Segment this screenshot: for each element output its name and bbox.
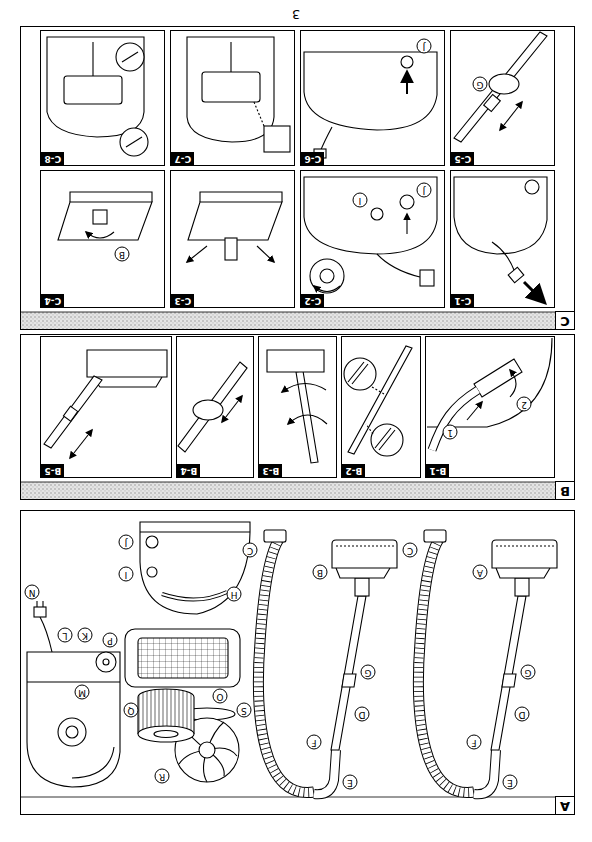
callout-letter: K	[78, 628, 93, 643]
step-panel: C-4	[41, 171, 166, 309]
section-strips	[20, 312, 575, 797]
step-tag: B-5	[42, 465, 65, 478]
callout-letter: O	[213, 689, 228, 704]
callout-letter: L	[58, 628, 73, 643]
step-panel: B-1	[426, 337, 556, 479]
callout-letter: R	[155, 769, 170, 784]
step-panel: B-3	[259, 337, 338, 479]
callout-letter: F	[307, 735, 322, 750]
section-frame: C C-1 C-2 C-3 C-4 C-5 C-6 C-7 C-8	[20, 26, 575, 330]
callout-letter: D	[515, 707, 530, 722]
section-letter: C	[555, 311, 574, 329]
section-letter: A	[555, 796, 574, 814]
callout-letter: P	[103, 633, 118, 648]
callout-letter: G	[473, 77, 488, 92]
page-number: 3	[290, 7, 302, 22]
step-panel: B-5	[41, 337, 173, 479]
section-frame: A	[20, 510, 575, 815]
step-panel: B-4	[177, 337, 255, 479]
step-panel: C-3	[171, 171, 296, 309]
callout-letter: D	[355, 707, 370, 722]
callout-letter: 2	[517, 397, 532, 412]
callout-letter: C	[403, 543, 418, 558]
callout-letter: E	[343, 775, 358, 790]
panel-figures-b	[44, 338, 552, 463]
callout-letter: J	[119, 535, 134, 550]
callout-letter: I	[353, 193, 368, 208]
callout-letter: G	[521, 665, 536, 680]
callout-letter: H	[227, 587, 242, 602]
step-panel: C-1	[451, 171, 556, 309]
step-panel: B-2	[342, 337, 422, 479]
step-tag: B-4	[178, 465, 201, 478]
step-tag: C-4	[42, 295, 65, 308]
step-tag: C-5	[452, 153, 475, 166]
step-tag: C-8	[42, 153, 65, 166]
step-tag: C-2	[302, 295, 325, 308]
callout-letter: 1	[443, 425, 458, 440]
callout-letter: E	[503, 775, 518, 790]
step-tag: C-3	[172, 295, 195, 308]
step-tag: C-6	[302, 153, 325, 166]
step-tag: B-1	[427, 465, 450, 478]
callout-letter: J	[417, 183, 432, 198]
section-frame: B B-1 B-2 B-3 B-4 B-5	[20, 334, 575, 500]
step-tag: C-7	[172, 153, 195, 166]
callout-letter: F	[467, 735, 482, 750]
callout-letter: B	[313, 565, 328, 580]
callout-letter: A	[473, 565, 488, 580]
step-tag: C-1	[452, 295, 475, 308]
callout-letter: B	[115, 247, 130, 262]
panel-figures-c	[47, 32, 547, 302]
callout-letter: N	[25, 585, 40, 600]
callout-letter: I	[119, 567, 134, 582]
callout-letter: G	[361, 665, 376, 680]
callout-letter: S	[237, 703, 252, 718]
callout-letter: J	[417, 39, 432, 54]
step-panel: C-7	[171, 31, 296, 167]
section-letter: B	[555, 481, 574, 499]
callout-letter: M	[75, 685, 90, 700]
vacuum-exploded	[27, 522, 250, 787]
step-panel: C-8	[41, 31, 166, 167]
callout-letter: Q	[124, 703, 139, 718]
hose-assemblies	[258, 530, 557, 794]
step-panel: C-5	[451, 31, 556, 167]
step-tag: B-3	[260, 465, 283, 478]
step-tag: B-2	[343, 465, 366, 478]
callout-letter: C	[243, 543, 258, 558]
